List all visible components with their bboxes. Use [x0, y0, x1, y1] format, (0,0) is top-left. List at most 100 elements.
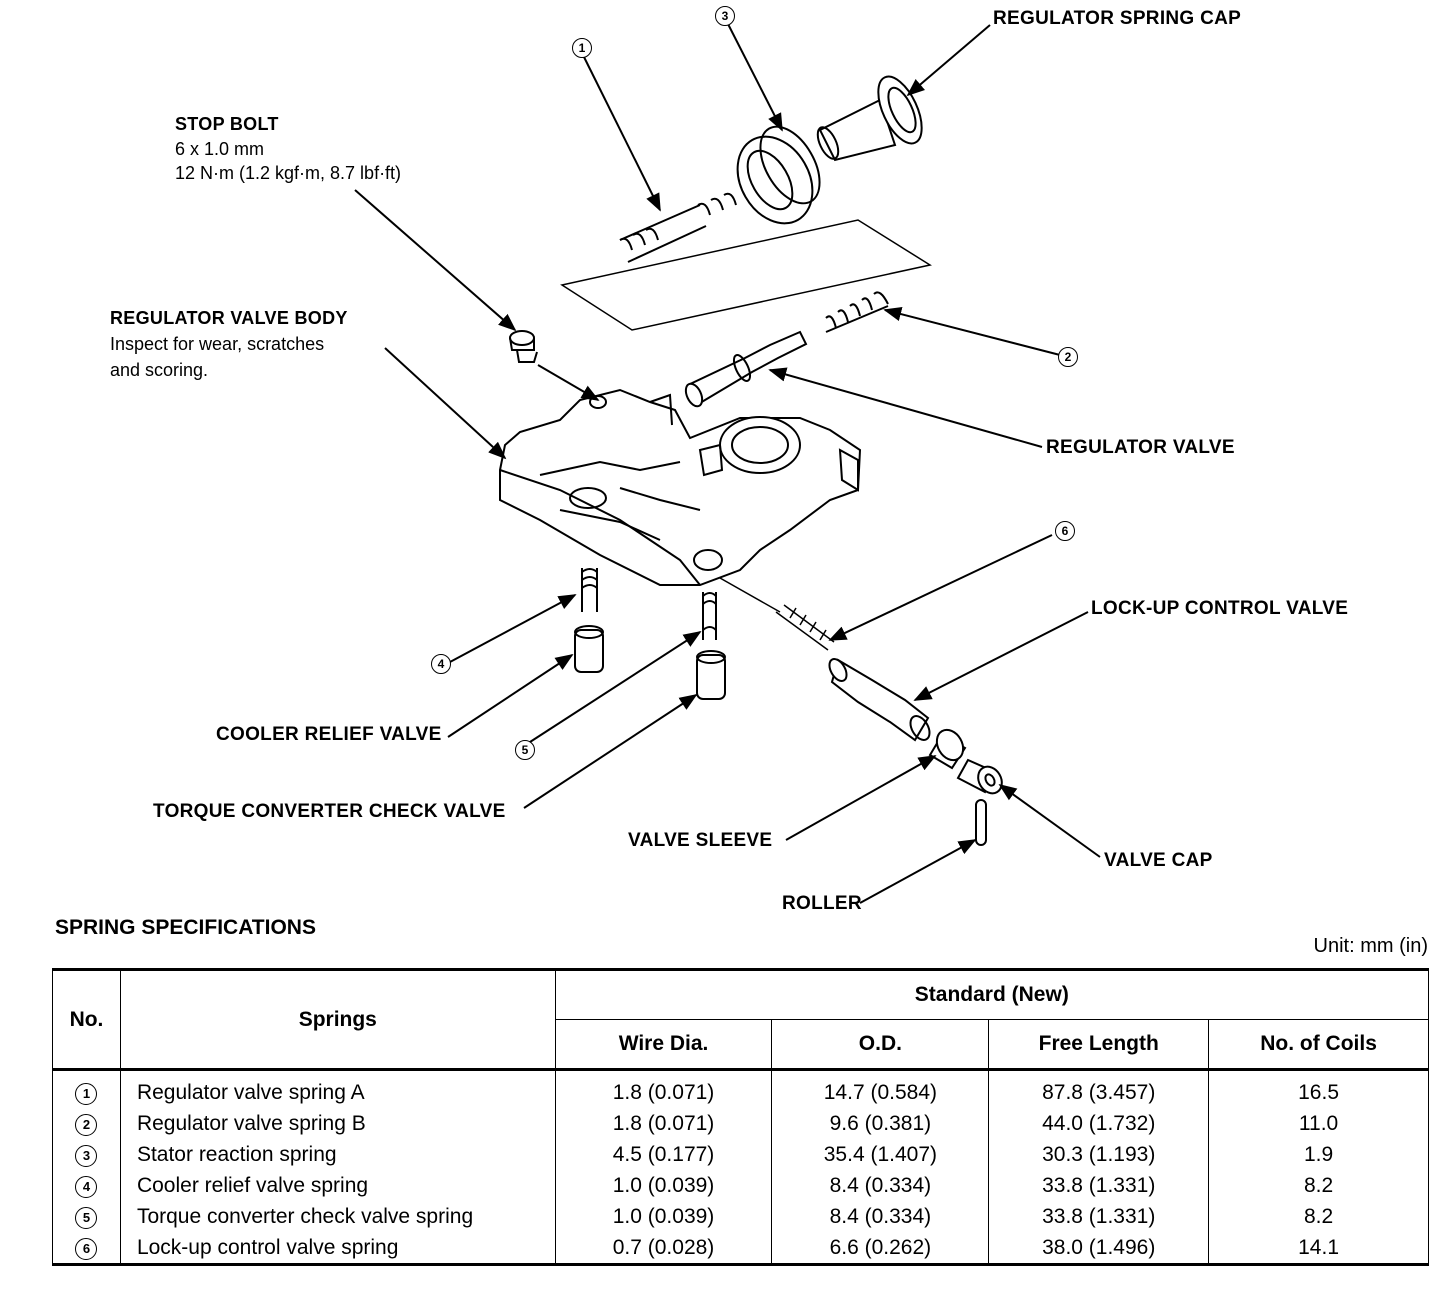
assembly-outline — [560, 219, 932, 331]
row-number: 3 — [75, 1145, 98, 1167]
free-length: 33.8 (1.331) — [988, 1170, 1210, 1201]
table-row: 6 Lock-up control valve spring 0.7 (0.02… — [52, 1232, 1429, 1265]
outer-diameter: 8.4 (0.334) — [771, 1170, 990, 1201]
label-regulator-valve-body: REGULATOR VALVE BODY — [110, 308, 348, 328]
coil-count: 14.1 — [1208, 1232, 1429, 1265]
wire-dia: 0.7 (0.028) — [554, 1232, 773, 1265]
label-cooler-relief-valve: COOLER RELIEF VALVE — [216, 724, 442, 745]
coil-count: 8.2 — [1208, 1201, 1429, 1232]
leader-callout-4 — [449, 594, 577, 663]
regulator-valve-part — [684, 330, 808, 408]
callout-4: 4 — [431, 654, 451, 674]
stop-bolt-part — [509, 330, 538, 363]
regulator-valve-spring-b-part — [825, 291, 889, 333]
free-length: 33.8 (1.331) — [988, 1201, 1210, 1232]
leader-callout-2 — [883, 307, 1061, 356]
label-valve-sleeve: VALVE SLEEVE — [628, 830, 773, 851]
leader-lock-up-control-valve — [913, 611, 1089, 701]
regulator-spring-cap-part — [816, 75, 923, 162]
spring-name: Lock-up control valve spring — [119, 1232, 556, 1265]
coil-count: 8.2 — [1208, 1170, 1429, 1201]
valve-cap-part — [956, 758, 1003, 795]
header-coils: No. of Coils — [1208, 1019, 1429, 1071]
label-torque-converter-check-valve: TORQUE CONVERTER CHECK VALVE — [153, 801, 506, 822]
leader-regulator-spring-cap — [906, 24, 991, 97]
leader-torque-converter-check-valve — [523, 694, 698, 809]
header-wire-dia: Wire Dia. — [554, 1019, 773, 1071]
row-number: 5 — [75, 1207, 98, 1229]
callout-3: 3 — [715, 6, 735, 26]
lock-up-control-valve-part — [719, 577, 931, 742]
label-valve-cap: VALVE CAP — [1104, 850, 1213, 871]
exploded-view-drawing — [354, 23, 1101, 904]
stop-bolt-torque: 12 N·m (1.2 kgf·m, 8.7 lbf·ft) — [175, 163, 402, 183]
regulator-valve-body-note-1: Inspect for wear, scratches — [110, 334, 325, 354]
free-length: 44.0 (1.732) — [988, 1108, 1210, 1139]
outer-diameter: 9.6 (0.381) — [771, 1108, 990, 1139]
spring-name: Regulator valve spring B — [119, 1108, 556, 1139]
table-row: 5 Torque converter check valve spring 1.… — [52, 1201, 1429, 1232]
label-stop-bolt: STOP BOLT — [175, 114, 279, 134]
spring-name: Regulator valve spring A — [119, 1069, 556, 1108]
row-number: 6 — [75, 1238, 98, 1260]
leader-stop-bolt-lower — [537, 364, 600, 401]
roller-part — [975, 799, 987, 846]
row-number: 2 — [75, 1114, 98, 1136]
outer-diameter: 8.4 (0.334) — [771, 1201, 990, 1232]
spring-name: Torque converter check valve spring — [119, 1201, 556, 1232]
cooler-relief-valve-part — [574, 568, 604, 673]
wire-dia: 1.8 (0.071) — [554, 1069, 773, 1108]
label-roller: ROLLER — [782, 893, 862, 914]
leader-regulator-valve-body — [384, 347, 507, 460]
callout-6: 6 — [1055, 521, 1075, 541]
stop-bolt-size: 6 x 1.0 mm — [175, 139, 265, 159]
callout-5: 5 — [515, 740, 535, 760]
header-no: No. — [52, 969, 121, 1071]
stator-reaction-spring-part — [736, 125, 821, 225]
table-row: 1 Regulator valve spring A 1.8 (0.071) 1… — [52, 1069, 1429, 1108]
spec-title: SPRING SPECIFICATIONS — [55, 916, 316, 939]
header-standard: Standard (New) — [554, 969, 1430, 1020]
callout-2: 2 — [1058, 347, 1078, 367]
leader-callout-6 — [828, 534, 1053, 641]
leader-valve-cap — [998, 783, 1101, 858]
table-row: 3 Stator reaction spring 4.5 (0.177) 35.… — [52, 1139, 1429, 1170]
leader-callout-1 — [582, 54, 661, 212]
label-lock-up-control-valve: LOCK-UP CONTROL VALVE — [1091, 598, 1349, 619]
free-length: 87.8 (3.457) — [988, 1069, 1210, 1108]
leader-roller — [859, 839, 977, 904]
valve-sleeve-part — [928, 728, 967, 770]
callout-1: 1 — [572, 38, 592, 58]
outer-diameter: 6.6 (0.262) — [771, 1232, 990, 1265]
row-number: 1 — [75, 1083, 98, 1105]
header-free-length: Free Length — [988, 1019, 1210, 1071]
coil-count: 16.5 — [1208, 1069, 1429, 1108]
torque-converter-check-valve-part — [696, 592, 726, 700]
spec-unit: Unit: mm (in) — [1313, 935, 1428, 957]
leader-cooler-relief-valve — [447, 654, 574, 738]
wire-dia: 1.0 (0.039) — [554, 1201, 773, 1232]
leader-callout-3 — [727, 23, 783, 132]
leader-callout-5 — [529, 631, 702, 743]
leader-valve-sleeve — [785, 755, 937, 841]
spring-spec-table: No. Springs Standard (New) Wire Dia. O.D… — [52, 968, 1430, 1266]
regulator-valve-body-part — [499, 388, 862, 586]
spring-name: Stator reaction spring — [119, 1139, 556, 1170]
table-row: 4 Cooler relief valve spring 1.0 (0.039)… — [52, 1170, 1429, 1201]
regulator-valve-body-note-2: and scoring. — [110, 360, 209, 380]
free-length: 38.0 (1.496) — [988, 1232, 1210, 1265]
outer-diameter: 35.4 (1.407) — [771, 1139, 990, 1170]
wire-dia: 1.8 (0.071) — [554, 1108, 773, 1139]
label-regulator-valve: REGULATOR VALVE — [1046, 437, 1235, 458]
header-springs: Springs — [119, 969, 556, 1071]
leader-regulator-valve — [768, 367, 1043, 448]
free-length: 30.3 (1.193) — [988, 1139, 1210, 1170]
leader-stop-bolt — [354, 189, 517, 332]
wire-dia: 4.5 (0.177) — [554, 1139, 773, 1170]
regulator-valve-spring-a-part — [619, 192, 737, 263]
row-number: 4 — [75, 1176, 98, 1198]
spring-name: Cooler relief valve spring — [119, 1170, 556, 1201]
table-row: 2 Regulator valve spring B 1.8 (0.071) 9… — [52, 1108, 1429, 1139]
header-od: O.D. — [771, 1019, 990, 1071]
coil-count: 1.9 — [1208, 1139, 1429, 1170]
